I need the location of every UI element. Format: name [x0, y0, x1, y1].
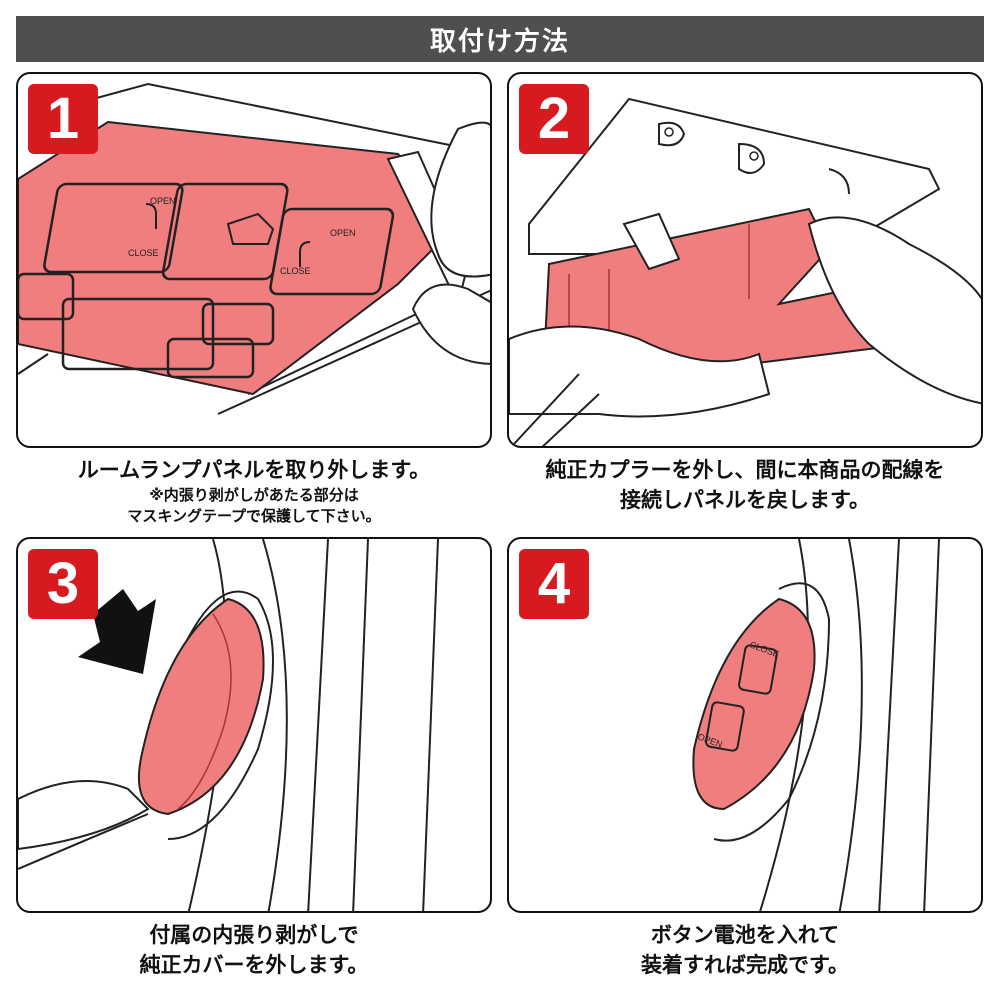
- page-title: 取付け方法: [429, 26, 570, 57]
- step-3-caption-line-2: 純正カバーを外します。: [139, 953, 369, 977]
- step-3-caption-line-1: 付属の内張り剥がしで: [149, 923, 359, 947]
- step-1-close-right: CLOSE: [280, 266, 311, 276]
- step-2-caption: 純正カプラーを外し、間に本商品の配線を 接続しパネルを戻します。: [505, 455, 985, 515]
- step-4-illustration: CLOSE OPEN: [692, 539, 940, 911]
- step-1-illustration: OPEN CLOSE OPEN CLOSE: [18, 82, 490, 415]
- step-4-caption-line-1: ボタン電池を入れて: [650, 923, 840, 947]
- step-1-close-left: CLOSE: [128, 248, 159, 258]
- step-2-caption-line-1: 純正カプラーを外し、間に本商品の配線を: [545, 458, 945, 482]
- step-1-open-right: OPEN: [330, 228, 356, 238]
- step-4-panel: CLOSE OPEN 4: [507, 537, 983, 913]
- step-3-badge: 3: [28, 549, 98, 619]
- step-4-caption-line-2: 装着すれば完成です。: [641, 953, 849, 977]
- step-3-illustration: [18, 539, 439, 911]
- step-2-caption-line-2: 接続しパネルを戻します。: [620, 488, 870, 512]
- page-header: 取付け方法: [16, 16, 984, 62]
- step-4-badge: 4: [519, 549, 589, 619]
- step-1-badge: 1: [28, 84, 98, 154]
- step-1-note-line-2: マスキングテープで保護して下さい。: [127, 507, 381, 525]
- step-2-illustration: [509, 97, 981, 446]
- step-1-note-line-1: ※内張り剥がしがあたる部分は: [149, 486, 359, 504]
- step-3-caption: 付属の内張り剥がしで 純正カバーを外します。: [14, 920, 494, 980]
- step-2-badge: 2: [519, 84, 589, 154]
- step-1-open-left: OPEN: [150, 196, 176, 206]
- step-1-caption-line: ルームランプパネルを取り外します。: [77, 458, 431, 482]
- step-3-panel: 3: [16, 537, 492, 913]
- step-2-panel: 2: [507, 72, 983, 448]
- step-1-panel: OPEN CLOSE OPEN CLOSE 1: [16, 72, 492, 448]
- step-4-caption: ボタン電池を入れて 装着すれば完成です。: [505, 920, 985, 980]
- step-1-caption: ルームランプパネルを取り外します。 ※内張り剥がしがあたる部分は マスキングテー…: [14, 455, 494, 527]
